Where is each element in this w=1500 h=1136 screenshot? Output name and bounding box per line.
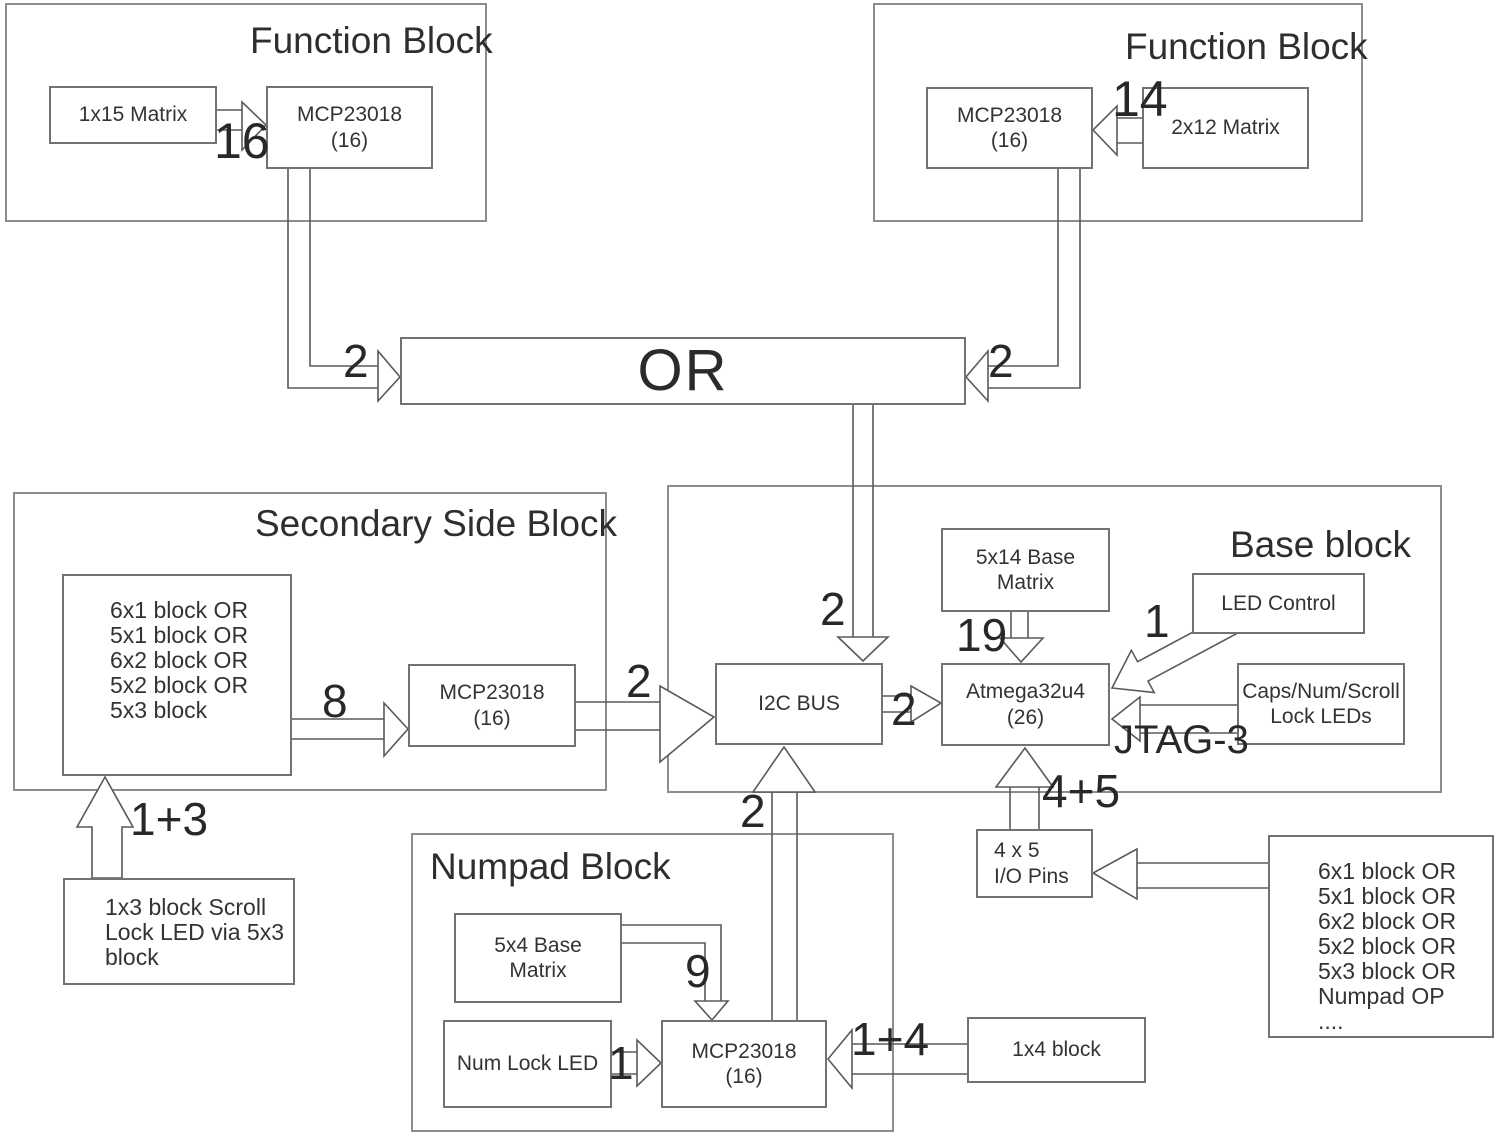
edge-label-9: 9	[685, 945, 711, 997]
edge-label-i2c-2: 2	[891, 683, 917, 735]
connector-fnleft-to-or	[287, 169, 402, 404]
numpad-block	[411, 833, 894, 1132]
connector-matrix5x4-to-mcp	[622, 924, 730, 1022]
matrix-5x4-box: 5x4 Base Matrix	[454, 913, 622, 1003]
connector-baseoptions-to-iopins	[1091, 847, 1268, 901]
edge-label-19: 19	[956, 609, 1008, 661]
mcp23018-numpad-box: MCP23018 (16)	[661, 1020, 827, 1108]
edge-label-or-right-2: 2	[988, 335, 1014, 387]
edge-label-14: 14	[1112, 71, 1168, 127]
connector-or-to-i2c	[836, 405, 890, 663]
atmega32u4-box: Atmega32u4 (26)	[941, 663, 1110, 746]
connector-i2c-to-atmega	[883, 684, 943, 724]
edge-label-1plus4: 1+4	[851, 1013, 930, 1065]
connector-secondary-to-mcp	[292, 700, 410, 759]
secondary-side-block	[13, 492, 607, 791]
base-block	[667, 485, 1442, 793]
function-block-right	[873, 3, 1363, 222]
connector-1x4-to-mcp	[826, 1027, 967, 1091]
num-lock-led-box: Num Lock LED	[443, 1020, 612, 1108]
edge-label-16: 16	[214, 113, 270, 169]
connector-mcpsecondary-to-i2c	[576, 684, 716, 764]
connector-lockleds-to-atmega	[1110, 695, 1237, 743]
edge-label-1plus3: 1+3	[130, 793, 209, 845]
edge-label-or-left-2: 2	[343, 335, 369, 387]
or-gate-box: OR	[400, 337, 966, 405]
secondary-options-box: 6x1 block OR 5x1 block OR 6x2 block OR 5…	[62, 574, 292, 776]
edge-label-led-1: 1	[1144, 595, 1170, 647]
lock-leds-box: Caps/Num/Scroll Lock LEDs	[1237, 663, 1405, 745]
connector-2x12-to-mcp	[1091, 104, 1142, 157]
mcp23018-function-right-box: MCP23018 (16)	[926, 87, 1093, 169]
edge-label-8: 8	[322, 675, 348, 727]
edge-label-numpad-2: 2	[740, 785, 766, 837]
base-block-title: Base block	[1230, 524, 1411, 565]
edge-label-numlock-1: 1	[608, 1037, 634, 1089]
led-control-box: LED Control	[1192, 573, 1365, 634]
connector-numlock-to-mcp	[612, 1038, 663, 1088]
matrix-1x15-box: 1x15 Matrix	[49, 86, 217, 144]
connector-1x15-to-mcp	[217, 100, 268, 152]
edge-label-secondary-2: 2	[626, 655, 652, 707]
function-block-left	[5, 3, 487, 222]
connector-numpadmcp-to-i2c	[751, 745, 817, 1020]
numpad-block-title: Numpad Block	[430, 846, 671, 887]
i2c-bus-box: I2C BUS	[715, 663, 883, 745]
edge-label-or-down-2: 2	[820, 583, 846, 635]
connector-iopins-to-atmega	[994, 746, 1055, 829]
secondary-side-block-title: Secondary Side Block	[255, 503, 617, 544]
edge-label-jtag-3: JTAG-3	[1114, 718, 1249, 762]
connector-fnright-to-or	[964, 169, 1081, 404]
connector-scrolllock-to-secondary	[75, 775, 135, 879]
mcp23018-secondary-box: MCP23018 (16)	[408, 664, 576, 747]
scroll-lock-box: 1x3 block Scroll Lock LED via 5x3 block	[63, 878, 295, 985]
function-block-right-title: Function Block	[1125, 26, 1368, 67]
connector-basematrix-to-atmega	[998, 612, 1045, 664]
block-1x4-box: 1x4 block	[967, 1017, 1146, 1083]
io-pins-box: 4 x 5 I/O Pins	[976, 829, 1093, 898]
mcp23018-function-left-box: MCP23018 (16)	[266, 86, 433, 169]
matrix-2x12-box: 2x12 Matrix	[1142, 87, 1309, 169]
function-block-left-title: Function Block	[250, 20, 493, 61]
edge-label-4plus5: 4+5	[1042, 765, 1121, 817]
base-matrix-5x14-box: 5x14 Base Matrix	[941, 528, 1110, 612]
base-options-box: 6x1 block OR 5x1 block OR 6x2 block OR 5…	[1268, 835, 1494, 1038]
